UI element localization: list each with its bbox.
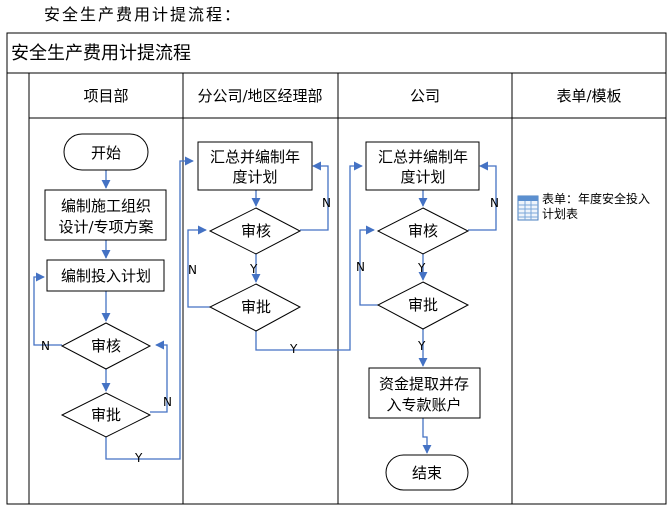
svg-text:开始: 开始 <box>91 144 121 162</box>
connector-approve-no-loop <box>150 340 168 413</box>
form-label-line2[interactable]: 计划表 <box>542 207 578 221</box>
branch-labels: N N Y N Y N Y N Y N Y <box>41 196 499 465</box>
project-review-decision: 审核 <box>60 322 152 370</box>
svg-text:编制施工组织: 编制施工组织 <box>61 197 151 215</box>
company-end-node: 结束 <box>385 454 469 491</box>
svg-text:度计划: 度计划 <box>232 168 277 186</box>
svg-text:审批: 审批 <box>91 406 121 424</box>
svg-text:审批: 审批 <box>241 298 271 316</box>
form-label-line1[interactable]: 表单：年度安全投入 <box>542 191 650 206</box>
label-branch-approve-no: N <box>188 263 197 277</box>
label-branch-review-yes: Y <box>249 262 258 276</box>
svg-text:审核: 审核 <box>241 222 271 240</box>
connector-company-approve-no <box>359 225 378 306</box>
label-project-approve-yes: Y <box>134 451 143 465</box>
project-plan-node: 编制投入计划 <box>46 259 165 292</box>
company-approve-decision: 审批 <box>376 281 470 330</box>
connector-approve-yes-to-branch <box>105 156 194 460</box>
svg-text:度计划: 度计划 <box>400 168 445 186</box>
connector-branch-review-no <box>300 161 329 231</box>
svg-text:汇总并编制年: 汇总并编制年 <box>210 148 300 166</box>
swimlane-table <box>6 32 667 505</box>
project-approve-decision: 审批 <box>60 392 152 438</box>
column-header-forms: 表单/模板 <box>556 87 621 105</box>
column-header-branch: 分公司/地区经理部 <box>197 87 322 105</box>
svg-text:设计/专项方案: 设计/专项方案 <box>58 218 153 236</box>
svg-text:入专款账户: 入专款账户 <box>386 396 461 414</box>
svg-text:资金提取并存: 资金提取并存 <box>379 375 469 393</box>
label-branch-review-no: N <box>322 196 331 210</box>
column-header-company: 公司 <box>410 87 440 105</box>
label-company-review-no: N <box>490 196 499 210</box>
label-project-review-no: N <box>41 339 50 353</box>
project-design-node: 编制施工组织 设计/专项方案 <box>44 189 167 241</box>
connector-branch-approve-no <box>187 225 210 308</box>
company-review-decision: 审核 <box>376 207 470 255</box>
table-title: 安全生产费用计提流程 <box>11 43 191 64</box>
connector-review-no-loop <box>33 272 62 346</box>
svg-text:编制投入计划: 编制投入计划 <box>61 267 151 285</box>
branch-approve-decision: 审批 <box>208 283 302 332</box>
company-summary-node: 汇总并编制年 度计划 <box>365 141 480 191</box>
connectors <box>33 156 497 460</box>
svg-text:审核: 审核 <box>408 222 438 240</box>
spreadsheet-icon[interactable] <box>517 195 539 221</box>
connector-branch-approve-yes-to-company <box>255 161 363 351</box>
svg-text:审核: 审核 <box>91 337 121 355</box>
connector-fund-to-end <box>422 418 432 454</box>
label-company-review-yes: Y <box>417 261 426 275</box>
page-heading: 安全生产费用计提流程： <box>44 5 242 24</box>
label-branch-approve-yes: Y <box>289 342 298 356</box>
connector-company-review-no <box>468 161 497 231</box>
label-company-approve-yes: Y <box>417 339 426 353</box>
column-header-project: 项目部 <box>83 87 128 105</box>
svg-text:汇总并编制年: 汇总并编制年 <box>378 148 468 166</box>
label-company-approve-no: N <box>356 260 365 274</box>
branch-summary-node: 汇总并编制年 度计划 <box>197 141 313 191</box>
company-fund-node: 资金提取并存 入专款账户 <box>368 367 481 419</box>
svg-text:结束: 结束 <box>412 464 442 482</box>
branch-review-decision: 审核 <box>208 207 302 255</box>
label-project-approve-no: N <box>163 395 172 409</box>
svg-text:审批: 审批 <box>408 296 438 314</box>
project-start-node: 开始 <box>63 133 149 171</box>
